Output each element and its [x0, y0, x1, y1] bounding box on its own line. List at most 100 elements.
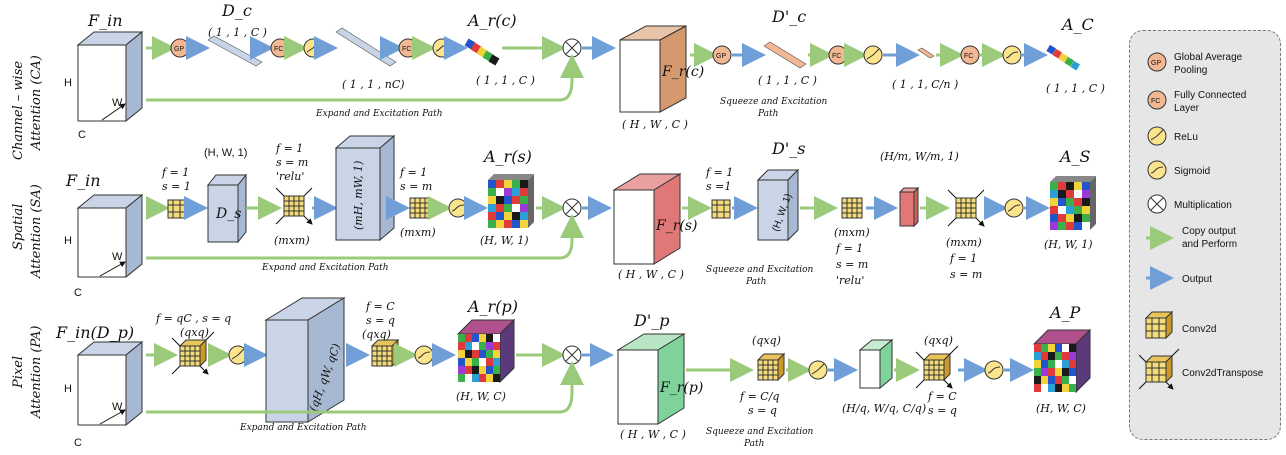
ca-dprime-label: D'_c: [771, 7, 806, 26]
pa-fr-dims: ( H , W , C ): [620, 428, 686, 441]
sa-sigmoid2-node: [1004, 198, 1024, 218]
ca-sigmoid2-node: [1002, 45, 1022, 65]
legend-conv-label: Conv2d: [1182, 324, 1216, 335]
ca-gp2-node: [712, 45, 732, 65]
sa-t2-s: s = m: [950, 268, 982, 281]
pa-dim-h: H: [64, 383, 72, 395]
ca-sq-dims1: ( 1 , 1 , C ): [758, 74, 817, 87]
pa-out-dims: (H, W, C): [1036, 402, 1086, 415]
ca-input-label: F_in: [87, 11, 123, 30]
legend-output-label: Output: [1182, 274, 1212, 285]
sa-ar-dims: (H, W, 1): [480, 234, 529, 247]
sa-ds-top: (H, W, 1): [204, 147, 247, 159]
sa-dim-h: H: [64, 235, 72, 247]
sa-big-label: (mH, mW, 1): [352, 161, 365, 230]
pa-path1: Expand and Excitation Path: [239, 423, 367, 433]
pa-conv2-block: [756, 352, 786, 382]
sa-tconv2-block: [947, 189, 984, 226]
pa-sigmoid2-node: [984, 360, 1004, 380]
ca-cn-bar: [917, 47, 935, 59]
legend-mult-label: Multiplication: [1174, 200, 1232, 211]
sa-mid-act: 'relu': [836, 274, 864, 287]
pa-side-label-1: Pixel: [11, 356, 26, 389]
legend-tconv-icon: [1138, 348, 1180, 389]
sa-mid-s: s = m: [836, 258, 868, 271]
pa-sigmoid1-node: [414, 345, 434, 365]
pa-t2-k: (qxq): [924, 334, 953, 347]
pa-ar-dims: (H, W, C): [456, 390, 506, 403]
sa-big-slab: [334, 134, 396, 242]
ca-fc4-node: [960, 45, 980, 65]
sa-conv1-block: [167, 199, 187, 219]
ca-side-label-2: Attention (CA): [29, 55, 44, 151]
legend-sigmoid-icon: [1147, 160, 1167, 180]
pa-c2-f: f = C/q: [739, 390, 779, 403]
sa-side-label-1: Spatial: [11, 204, 26, 250]
pa-c2-s: s = q: [748, 404, 777, 417]
ca-nc-dims: ( 1 , 1 , nC): [342, 78, 405, 91]
sa-conv2-k: (mxm): [400, 226, 436, 239]
svg-text:FC: FC: [964, 53, 973, 60]
legend-fc-icon: [1147, 90, 1167, 110]
sa-output-grid: [1050, 176, 1096, 230]
sa-fr-label: F_r(s): [655, 218, 698, 234]
sa-input-label: F_in: [65, 171, 101, 190]
sa-conv2-s: s = m: [400, 180, 432, 193]
sa-conv2-f: f = 1: [399, 166, 427, 179]
ca-dim-c: C: [78, 129, 86, 141]
legend-copy-label-1: Copy output: [1182, 226, 1236, 237]
ca-nc-bar: [335, 27, 397, 67]
ca-sq-dims2: ( 1 , 1, C/n ): [892, 78, 958, 91]
ca-dc-label: D_c: [221, 1, 252, 20]
ca-fr-label: F_r(c): [661, 64, 704, 80]
sa-mid-f: f = 1: [835, 242, 863, 255]
pa-dim-c: C: [74, 437, 82, 449]
legend-gp-icon-text: GP: [1151, 60, 1161, 67]
legend-gp-icon: [1147, 52, 1167, 72]
sa-path1: Expand and Excitation Path: [261, 263, 389, 273]
pa-conv-s: s = q: [366, 314, 395, 327]
ca-ar-dims: ( 1 , 1 , C ): [476, 74, 535, 87]
svg-text:FC: FC: [274, 46, 283, 53]
legend-sigmoid-label: Sigmoid: [1174, 166, 1210, 177]
ca-output-bar: [1046, 44, 1080, 71]
ca-dc-dims: ( 1 , 1 , C ): [208, 26, 267, 39]
sa-dim-c: C: [74, 287, 82, 299]
ca-ar-bar: [464, 38, 500, 66]
pa-out-label: A_P: [1048, 303, 1081, 322]
pa-tconv-k: (qxq): [180, 326, 209, 339]
pa-t2-f: f = C: [927, 390, 957, 403]
sa-tconv-k: (mxm): [274, 234, 310, 247]
svg-text:GP: GP: [716, 53, 726, 60]
pa-fr-cube: [616, 333, 686, 425]
pa-dim-w: W: [112, 401, 123, 413]
legend-fc-label-2: Layer: [1174, 103, 1200, 114]
sa-ar-grid: [488, 174, 534, 228]
sa-tconv-act: 'relu': [276, 170, 304, 183]
sa-sigmoid1-node: [448, 198, 468, 218]
sa-conv1-s: s = 1: [162, 180, 191, 193]
ca-sq-bar: [763, 41, 807, 69]
sa-tconv-block: [275, 187, 312, 224]
pa-ar-cube: [456, 318, 516, 384]
pa-path2a: Squeeze and Excitation: [706, 427, 814, 437]
sa-out-dims: (H, W, 1): [1044, 238, 1093, 251]
svg-text:GP: GP: [174, 46, 184, 53]
ca-dim-w: W: [112, 97, 123, 109]
ca-path2a: Squeeze and Excitation: [720, 97, 828, 107]
ca-path1: Expand and Excitation Path: [315, 109, 443, 119]
pa-conv-k: (qxq): [362, 328, 391, 341]
pa-dprime-label: D'_p: [633, 311, 669, 330]
sa-ds-slab: [206, 173, 248, 244]
legend-gp-label-1: Global Average: [1174, 52, 1243, 63]
pa-t2-s: s = q: [928, 404, 957, 417]
legend-tconv-label: Conv2dTranspose: [1182, 368, 1264, 379]
sa-path2a: Squeeze and Excitation: [706, 265, 814, 275]
legend: GP Global Average Pooling FC Fully Conne…: [1138, 52, 1264, 389]
ca-path2b: Path: [757, 109, 778, 119]
sa-side-label-2: Attention (SA): [29, 184, 44, 279]
legend-fc-icon-text: FC: [1151, 98, 1160, 105]
pa-fr-label: F_r(p): [659, 380, 703, 396]
